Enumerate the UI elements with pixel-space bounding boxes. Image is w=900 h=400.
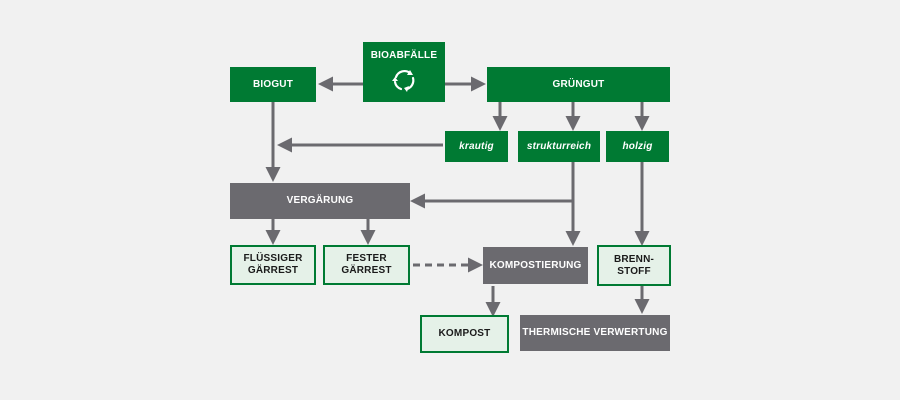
node-fluessiger-gaerrest: FLÜSSIGER GÄRREST: [230, 245, 316, 285]
node-bioabfaelle-label: BIOABFÄLLE: [370, 50, 438, 61]
node-holzig-label: holzig: [622, 140, 653, 152]
node-holzig: holzig: [606, 131, 669, 162]
node-gruengut: GRÜNGUT: [487, 67, 670, 102]
node-krautig-label: krautig: [459, 140, 494, 152]
node-thermische-verwertung-label: THERMISCHE VERWERTUNG: [522, 327, 668, 338]
node-strukturreich: strukturreich: [518, 131, 600, 162]
recycle-icon: [392, 70, 415, 92]
node-strukturreich-label: strukturreich: [526, 140, 592, 152]
node-vergaerung-label: VERGÄRUNG: [286, 195, 354, 206]
node-biogut-label: BIOGUT: [252, 78, 294, 90]
node-krautig: krautig: [445, 131, 508, 162]
node-kompost-label: KOMPOST: [438, 328, 491, 339]
node-fester-gaerrest: FESTER GÄRREST: [323, 245, 410, 285]
node-vergaerung: VERGÄRUNG: [230, 183, 410, 219]
node-fluessiger-gaerrest-label: FLÜSSIGER GÄRREST: [243, 253, 303, 276]
node-kompost: KOMPOST: [420, 315, 509, 353]
node-kompostierung-label: KOMPOSTIERUNG: [489, 259, 582, 271]
node-thermische-verwertung: THERMISCHE VERWERTUNG: [520, 315, 670, 351]
node-biogut: BIOGUT: [230, 67, 316, 102]
node-fester-gaerrest-label: FESTER GÄRREST: [341, 253, 392, 276]
node-kompostierung: KOMPOSTIERUNG: [483, 247, 588, 284]
node-brennstoff-label: BRENN- STOFF: [613, 253, 655, 277]
node-bioabfaelle: BIOABFÄLLE: [363, 42, 445, 102]
node-gruengut-label: GRÜNGUT: [552, 78, 605, 90]
node-brennstoff: BRENN- STOFF: [597, 245, 671, 286]
